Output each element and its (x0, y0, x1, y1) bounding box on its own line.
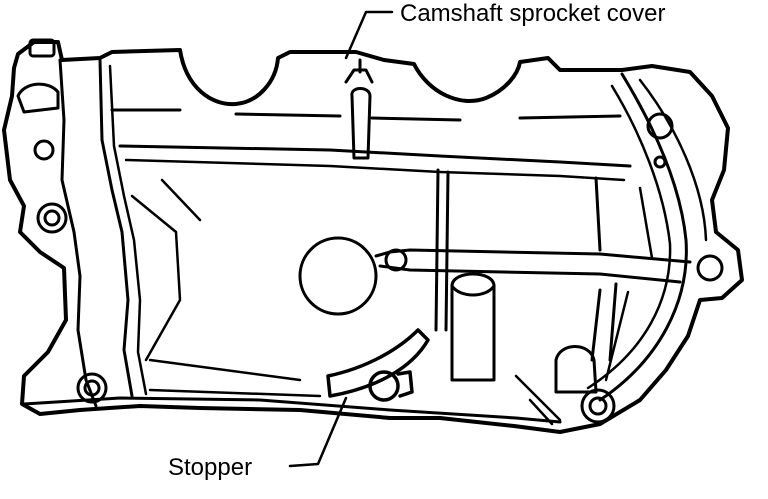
right-bosses (580, 112, 724, 424)
left-rib-outer (98, 58, 134, 398)
center-tube (450, 272, 496, 382)
stopper-part (326, 328, 430, 402)
left-bosses (16, 38, 108, 404)
diagonal-rib (604, 186, 654, 382)
upper-rib (118, 144, 632, 168)
right-outer-rib (638, 78, 708, 242)
stopper-label: Stopper (168, 454, 253, 481)
cover-outline (2, 40, 744, 434)
right-curved-rib-inner (586, 84, 672, 390)
top-ledge (110, 108, 622, 122)
vertical-rib-left (434, 168, 450, 332)
lower-right-boss (554, 345, 598, 394)
left-pocket (130, 178, 202, 362)
stopper-leader-line (288, 396, 348, 468)
right-curved-rib (598, 72, 688, 402)
center-rib (374, 248, 692, 284)
cover-stud (344, 58, 374, 160)
center-opening (298, 236, 378, 316)
lower-ribs (148, 358, 562, 426)
bottom-gasket-edge (22, 396, 562, 424)
cover-leader-line (344, 10, 394, 60)
vertical-rib-right (590, 176, 618, 362)
upper-rib-lower (124, 158, 626, 182)
camshaft-sprocket-cover-label: Camshaft sprocket cover (400, 0, 666, 27)
left-rib-inner (108, 64, 148, 396)
left-flange-edge (58, 58, 98, 408)
